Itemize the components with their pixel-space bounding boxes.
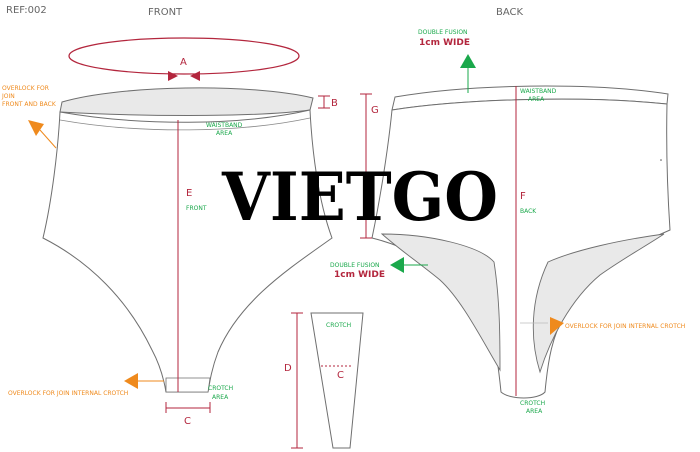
back-dot xyxy=(660,159,662,161)
back-crotch-area-line2: AREA xyxy=(526,408,543,415)
front-crotch-area-line2: AREA xyxy=(212,394,229,401)
back-right-fusion-panel xyxy=(532,233,665,374)
overlock-join-line3: FRONT AND BACK xyxy=(2,101,57,108)
measure-f-label: F xyxy=(520,191,526,202)
crotch-piece-outline xyxy=(310,312,364,449)
ref-label: REF:002 xyxy=(6,5,47,16)
back-waistband-area-line2: AREA xyxy=(528,96,545,103)
crotch-piece-label: CROTCH xyxy=(326,322,351,329)
front-crotch-band xyxy=(165,377,211,393)
back-overlock-internal-arrow-icon xyxy=(550,317,564,335)
front-overlock-internal-arrow-icon xyxy=(124,373,138,389)
front-center-label: FRONT xyxy=(186,205,207,212)
front-body-outline xyxy=(42,109,333,393)
measure-c-crotch-label: C xyxy=(337,370,344,381)
measure-a-label: A xyxy=(180,57,187,68)
double-fusion-top-line2: 1cm WIDE xyxy=(419,38,470,48)
back-title: BACK xyxy=(496,7,524,18)
measure-a-arrow-left xyxy=(168,71,178,81)
overlock-join-line2: JOIN xyxy=(1,93,15,100)
back-center-label: BACK xyxy=(520,208,537,215)
back-crotch-area-line1: CROTCH xyxy=(520,400,545,407)
double-fusion-side-line2: 1cm WIDE xyxy=(334,270,385,280)
back-left-fusion-panel xyxy=(380,233,501,372)
back-waistband-area-line1: WAISTBAND xyxy=(520,88,557,95)
measure-b-label: B xyxy=(331,98,338,109)
measure-e-label: E xyxy=(186,188,192,199)
crotch-piece: CROTCH C D xyxy=(284,312,364,449)
waist-ellipse xyxy=(68,37,300,75)
measure-a-arrow-right xyxy=(190,71,200,81)
front-waistband-area-line2: AREA xyxy=(216,130,233,137)
overlock-join-leader xyxy=(39,129,57,149)
measure-c-front-label: C xyxy=(184,416,191,427)
double-fusion-side-arrow-icon xyxy=(390,257,404,273)
front-brief: A B E FRONT C WAISTBAND AREA CROTCH AREA… xyxy=(1,37,338,427)
double-fusion-side-line1: DOUBLE FUSION xyxy=(330,262,380,269)
double-fusion-top-arrow-icon xyxy=(460,54,476,68)
front-waistband xyxy=(59,87,314,116)
front-crotch-area-line1: CROTCH xyxy=(208,385,233,392)
overlock-join-arrow-icon xyxy=(28,120,44,136)
back-overlock-internal-crotch: OVERLOCK FOR JOIN INTERNAL CROTCH xyxy=(565,323,685,330)
back-brief: G F BACK WAISTBAND AREA DOUBLE FUSION 1c… xyxy=(330,29,685,415)
measure-d-label: D xyxy=(284,363,292,374)
front-waistband-area-line1: WAISTBAND xyxy=(206,122,243,129)
watermark-logo: VIETGO xyxy=(221,158,498,236)
front-waistband-seam xyxy=(59,117,311,131)
front-overlock-internal-crotch: OVERLOCK FOR JOIN INTERNAL CROTCH xyxy=(8,390,128,397)
measure-g-label: G xyxy=(371,105,379,116)
overlock-join-line1: OVERLOCK FOR xyxy=(2,85,49,92)
front-title: FRONT xyxy=(148,7,183,18)
double-fusion-top-line1: DOUBLE FUSION xyxy=(418,29,468,36)
